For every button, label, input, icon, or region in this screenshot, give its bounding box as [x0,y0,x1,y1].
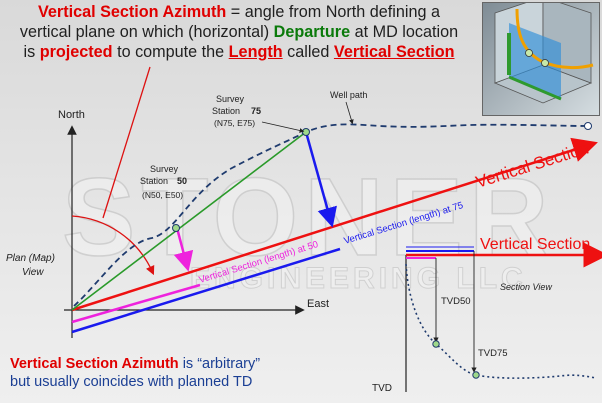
section-well-path [405,263,597,379]
caption-text-2: but usually coincides with planned TD [10,374,253,390]
well-td-marker [584,122,592,130]
vs-line [71,137,598,312]
station-50-number: 50 [177,176,187,186]
headline-text-3b: to compute the [112,43,229,61]
station-75-number: 75 [251,106,261,116]
headline-text-1: = angle from North defining a [226,3,441,21]
station-75-coord: (N75, E75) [214,118,255,128]
east-label: East [307,298,329,310]
3d-inset-graphic [493,3,594,104]
section-vs-label: Vertical Section [480,236,590,253]
station-75-station-label: Station [212,106,240,116]
headline-leader-line [102,66,151,219]
caption-emph: Vertical Section Azimuth [10,356,179,372]
survey-station-50 [172,224,180,232]
survey-station-75 [302,128,310,136]
headline-emph-vertical-section: Vertical Section [333,43,455,61]
headline-emph-length: Length [228,43,283,61]
svg-text:ENGINEERING LLC: ENGINEERING LLC [190,262,527,295]
projection-arrow-50 [173,227,194,272]
headline-text-3a: is [23,43,40,61]
headline-emph-1: Vertical Section Azimuth [37,3,227,21]
station-75-leader [261,121,305,133]
headline-emph-departure: Departure [273,23,351,41]
section-station-50 [432,340,440,348]
station-75-survey-label: Survey [216,94,245,104]
caption: Vertical Section Azimuth is “arbitrary” … [10,355,330,391]
station-50-coord: (N50, E50) [142,190,183,200]
headline-text-3c: called [282,43,334,61]
vs-length-50-line [71,283,201,324]
section-view-label: Section View [500,282,552,292]
3d-inset-image [482,2,600,116]
inset-well-path [515,8,594,70]
plan-view-label-2: View [22,267,44,278]
headline-text-2a: vertical plane on which (horizontal) [19,23,274,41]
station-50-survey-label: Survey [150,164,179,174]
caption-text-1: is “arbitrary” [178,356,261,372]
departure-line [71,131,307,311]
tvd50-label: TVD50 [441,296,471,307]
well-path-leader [345,101,354,125]
headline-text-2b: at MD location [350,23,459,41]
projection-arrow-75 [304,131,337,228]
station-50-station-label: Station [140,176,168,186]
well-path-label: Well path [330,90,367,100]
headline-emph-projected: projected [39,43,113,61]
section-station-75 [472,371,480,379]
azimuth-arc [71,215,155,276]
tvd75-label: TVD75 [478,348,508,359]
north-label: North [58,109,85,121]
vs-length-75-line [71,247,341,334]
plan-view-label-1: Plan (Map) [6,253,55,264]
tvd-axis-label: TVD [372,383,392,394]
headline: Vertical Section Azimuth = angle from No… [4,2,474,62]
